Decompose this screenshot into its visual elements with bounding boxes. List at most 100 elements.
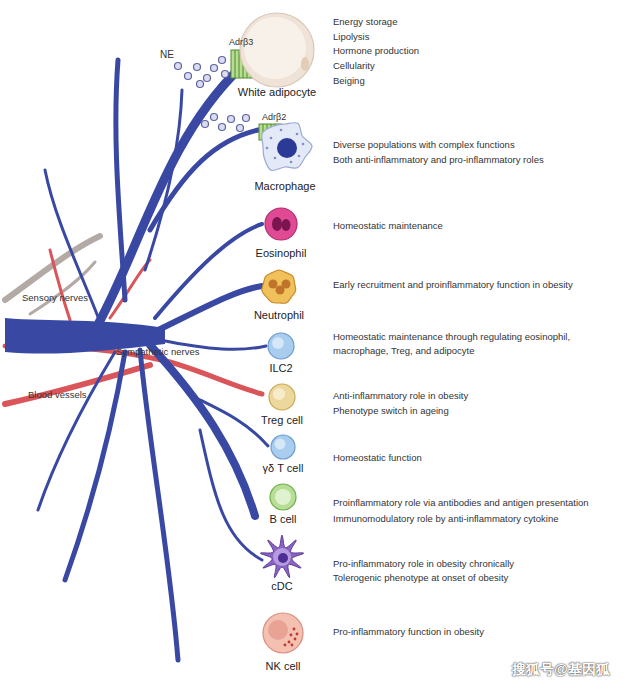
cell-function: Lipolysis	[333, 30, 369, 44]
macrophage-granule	[298, 155, 301, 158]
ne-molecule	[219, 57, 226, 64]
ne-molecule	[175, 63, 182, 70]
ne-molecule	[211, 114, 218, 121]
cell-function: Energy storage	[333, 15, 397, 29]
structure-label: Blood vessels	[28, 389, 87, 400]
treg-body	[269, 384, 295, 410]
cell-shape	[270, 484, 296, 510]
lymphocyte-body	[271, 435, 295, 459]
cell-function: Pro-inflammatory role in obesity chronic…	[333, 557, 514, 571]
cell-node: ILC2 Homeostatic maintenance through regu…	[215, 328, 633, 376]
adipocyte-membrane	[240, 13, 314, 87]
treg-highlight	[273, 388, 285, 400]
cell-name: Treg cell	[217, 414, 347, 427]
cell-shape	[262, 123, 312, 171]
macrophage-granule	[274, 157, 277, 160]
dendritic-cell-cytoplasm	[273, 548, 291, 566]
cell-function: Homeostatic maintenance through regulati…	[333, 330, 591, 358]
cell-shape	[240, 13, 314, 87]
adipocyte-nucleus	[301, 57, 309, 71]
neutrophil-body	[262, 270, 296, 303]
bcell-nucleus	[275, 489, 291, 505]
nerve-branch	[116, 60, 125, 300]
nk-granule	[294, 638, 297, 641]
ne-molecule	[197, 81, 204, 88]
cell-function: Pro-inflammatory function in obesity	[333, 625, 484, 639]
cell-name: NK cell	[218, 660, 348, 673]
cell-function: Anti-inflammatory role in obesity	[333, 389, 468, 403]
molecule-label: Adrβ3	[229, 37, 253, 47]
ne-molecule	[185, 73, 192, 80]
nerve-branch	[200, 430, 262, 560]
nk-body	[263, 613, 303, 653]
eosinophil-body	[265, 208, 297, 240]
cell-name: ILC2	[216, 362, 346, 375]
molecule-label: Adrβ2	[262, 112, 286, 122]
cell-name: White adipocyte	[212, 86, 342, 99]
cell-node: cDC Pro-inflammatory role in obesity chro…	[215, 532, 633, 596]
cell-function: Hormone production	[333, 44, 419, 58]
ne-molecule	[222, 71, 229, 78]
cell-shape	[263, 613, 303, 653]
cell-shape	[262, 270, 296, 303]
nk-granule	[290, 634, 293, 637]
lymphocyte-body	[268, 333, 294, 359]
cell-function: Homeostatic function	[333, 451, 422, 465]
nk-nucleus	[268, 620, 288, 640]
ne-molecule	[243, 115, 250, 122]
cell-name: Neutrophil	[214, 309, 344, 322]
ne-molecule	[237, 125, 244, 132]
sensory-nerves	[5, 236, 100, 314]
nk-granule	[288, 641, 291, 644]
dendritic-cell-nucleus	[278, 553, 288, 563]
cell-name: Eosinophil	[216, 247, 346, 260]
cell-shape	[268, 333, 294, 359]
blood-vessel	[50, 250, 70, 320]
cell-node: White adipocyte Energy storageLipolysisHo…	[215, 10, 633, 104]
lymphocyte-highlight	[275, 439, 286, 450]
cell-name: γδ T cell	[218, 462, 348, 475]
eosinophil-nucleus	[282, 219, 291, 231]
macrophage-granule	[290, 161, 293, 164]
cell-shape	[271, 435, 295, 459]
ne-molecule	[211, 65, 218, 72]
cell-function: Tolerogenic phenotype at onset of obesit…	[333, 571, 508, 585]
nerve-branch	[38, 352, 115, 510]
ne-molecule	[228, 116, 235, 123]
structure-label: Sensory nerves	[22, 292, 88, 303]
ne-molecule	[219, 124, 226, 131]
cell-node: B cell Proinflammatory role via antibodie…	[215, 482, 633, 528]
macrophage-nucleus	[277, 138, 297, 158]
macrophage-granule	[270, 137, 273, 140]
ne-molecule	[202, 121, 209, 128]
macrophage-granule	[302, 143, 305, 146]
dendritic-cell-body	[260, 535, 303, 578]
cell-node: γδ T cellHomeostatic function	[215, 432, 633, 478]
cell-name: cDC	[217, 580, 347, 593]
nerve-branch	[150, 286, 262, 334]
blood-vessels	[5, 250, 262, 404]
nerve-branch	[150, 345, 255, 516]
cell-node: Treg cell Anti-inflammatory role in obesi…	[215, 380, 633, 428]
macrophage-granule	[280, 129, 283, 132]
cell-function: Beiging	[333, 74, 365, 88]
bcell-body	[270, 484, 296, 510]
cell-function: Both anti-inflammatory and pro-inflammat…	[333, 153, 544, 167]
molecule-label: NE	[160, 49, 174, 60]
ne-molecule	[204, 75, 211, 82]
cell-shape	[260, 535, 303, 578]
nk-granule	[291, 644, 294, 647]
lymphocyte-highlight	[272, 337, 284, 349]
cell-function: Early recruitment and proinflammatory fu…	[333, 278, 573, 292]
sympathetic-nerves	[5, 60, 268, 660]
cell-name: B cell	[218, 513, 348, 526]
blood-vessel	[5, 365, 150, 404]
cell-function: Proinflammatory role via antibodies and …	[333, 496, 589, 510]
nerve-branch	[150, 130, 258, 230]
macrophage-granule	[266, 147, 269, 150]
cell-node: Neutrophil Early recruitment and proinfla…	[215, 264, 633, 324]
cell-name: Macrophage	[220, 180, 350, 193]
cell-shape	[265, 208, 297, 240]
